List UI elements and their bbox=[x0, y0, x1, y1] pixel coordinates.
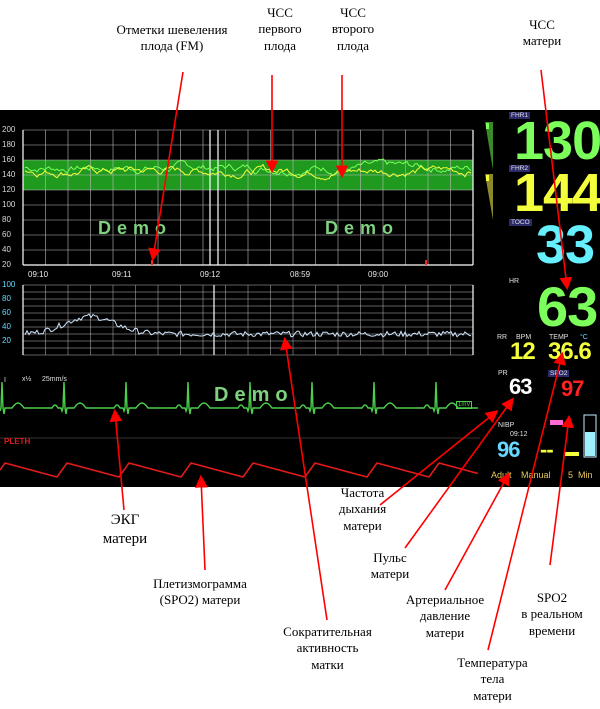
ecg-lead-label: I bbox=[4, 377, 6, 384]
fm-mark bbox=[151, 260, 153, 265]
nibp-value[interactable]: 96 bbox=[497, 437, 521, 462]
fhr-ytick: 180 bbox=[2, 140, 16, 149]
fhr-gridlines bbox=[22, 129, 474, 266]
pr-value[interactable]: 63 bbox=[509, 374, 533, 399]
spo2-value[interactable]: 97 bbox=[561, 376, 585, 401]
nibp-tag: NIBP bbox=[498, 422, 515, 429]
pr-tag: PR bbox=[498, 370, 508, 377]
toco-ytick: 100 bbox=[2, 280, 16, 289]
time-label: 09:12 bbox=[200, 270, 221, 279]
demo-watermark: Demo bbox=[325, 218, 400, 238]
nibp-method[interactable]: Manual bbox=[521, 470, 551, 480]
fhr-ytick: 60 bbox=[2, 230, 11, 239]
fhr-ytick: 40 bbox=[2, 245, 11, 254]
toco-trace bbox=[24, 313, 472, 338]
nibp-interval[interactable]: 5 bbox=[568, 470, 574, 480]
toco-ytick: 20 bbox=[2, 336, 11, 345]
rr-tag: RR bbox=[497, 334, 508, 341]
ecg-speed-label: 25mm/s bbox=[42, 376, 67, 383]
demo-watermark: Demo bbox=[214, 384, 294, 406]
rr-unit: BPM bbox=[516, 334, 532, 341]
fm-mark bbox=[425, 260, 427, 265]
pleth-label: PLETH bbox=[4, 437, 31, 446]
toco-ytick: 80 bbox=[2, 294, 11, 303]
monitor-screen: 200 180 160 140 120 100 80 60 40 20 09:10 09:11 0… bbox=[0, 110, 600, 487]
fhr-ytick: 80 bbox=[2, 215, 11, 224]
spo2-gauge bbox=[583, 414, 597, 458]
nibp-interval-unit: Min bbox=[578, 470, 593, 480]
ecg-trace bbox=[0, 381, 478, 415]
toco-ytick: 60 bbox=[2, 308, 11, 317]
nibp-time: 09:12 bbox=[510, 431, 528, 438]
toco-value[interactable]: 33 bbox=[536, 215, 595, 275]
fhr2-bar-indicator bbox=[486, 175, 489, 181]
arrow-ecg bbox=[109, 408, 125, 511]
arrow-pleth bbox=[195, 474, 208, 571]
time-label: 09:11 bbox=[112, 270, 132, 279]
fhr-ytick: 140 bbox=[2, 170, 16, 179]
arrow-nibp bbox=[444, 472, 510, 591]
demo-watermark: Demo bbox=[98, 218, 173, 238]
arrow-resp bbox=[379, 409, 499, 506]
arrow-mhr bbox=[540, 69, 573, 291]
temp-unit: °C bbox=[580, 334, 588, 341]
time-label: 09:10 bbox=[28, 270, 49, 279]
pleth-trace bbox=[0, 462, 479, 478]
monitor-graphics bbox=[0, 122, 597, 478]
fhr1-value[interactable]: 130 bbox=[514, 111, 600, 171]
arrow-fm bbox=[148, 71, 184, 262]
time-label: 09:00 bbox=[368, 270, 389, 279]
fhr1-trace bbox=[24, 158, 472, 177]
time-label: 08:59 bbox=[290, 270, 311, 279]
fhr-ytick: 200 bbox=[2, 125, 16, 134]
fhr2-tag: FHR2 bbox=[509, 165, 530, 172]
spo2-gauge-fill bbox=[585, 432, 595, 456]
arrow-temp bbox=[487, 351, 566, 651]
hr-tag: HR bbox=[509, 278, 520, 285]
fhr1-bar-indicator bbox=[486, 123, 489, 129]
annotation-pleth: Плетизмограмма(SPO2) матери bbox=[153, 576, 247, 608]
toco-tag: TOCO bbox=[509, 219, 532, 226]
fhr-ytick: 120 bbox=[2, 185, 16, 194]
temp-tag: TEMP bbox=[549, 334, 569, 341]
toco-ytick: 40 bbox=[2, 322, 11, 331]
ecg-scale-mark: 1mV bbox=[456, 401, 473, 409]
arrow-toco bbox=[280, 336, 328, 621]
fhr2-value[interactable]: 144 bbox=[514, 163, 600, 223]
spo2-tag: SPO2 bbox=[548, 370, 570, 377]
rr-value[interactable]: 12 bbox=[510, 338, 536, 365]
fhr-ytick: 20 bbox=[2, 260, 11, 269]
fhr1-bar-icon bbox=[485, 122, 493, 170]
spo2-pulse-bar bbox=[550, 420, 563, 425]
nibp-dash: -- bbox=[540, 437, 554, 462]
fhr1-tag: FHR1 bbox=[509, 112, 530, 119]
fhr2-trace bbox=[24, 163, 472, 181]
arrow-spo2 bbox=[549, 414, 575, 566]
fhr-ytick: 100 bbox=[2, 200, 16, 209]
fhr2-bar-icon bbox=[485, 174, 493, 220]
nibp-dash-bar bbox=[565, 452, 579, 456]
ecg-gain-label: x½ bbox=[22, 376, 32, 383]
arrow-pulse bbox=[404, 397, 514, 549]
fhr-ytick: 160 bbox=[2, 155, 16, 164]
